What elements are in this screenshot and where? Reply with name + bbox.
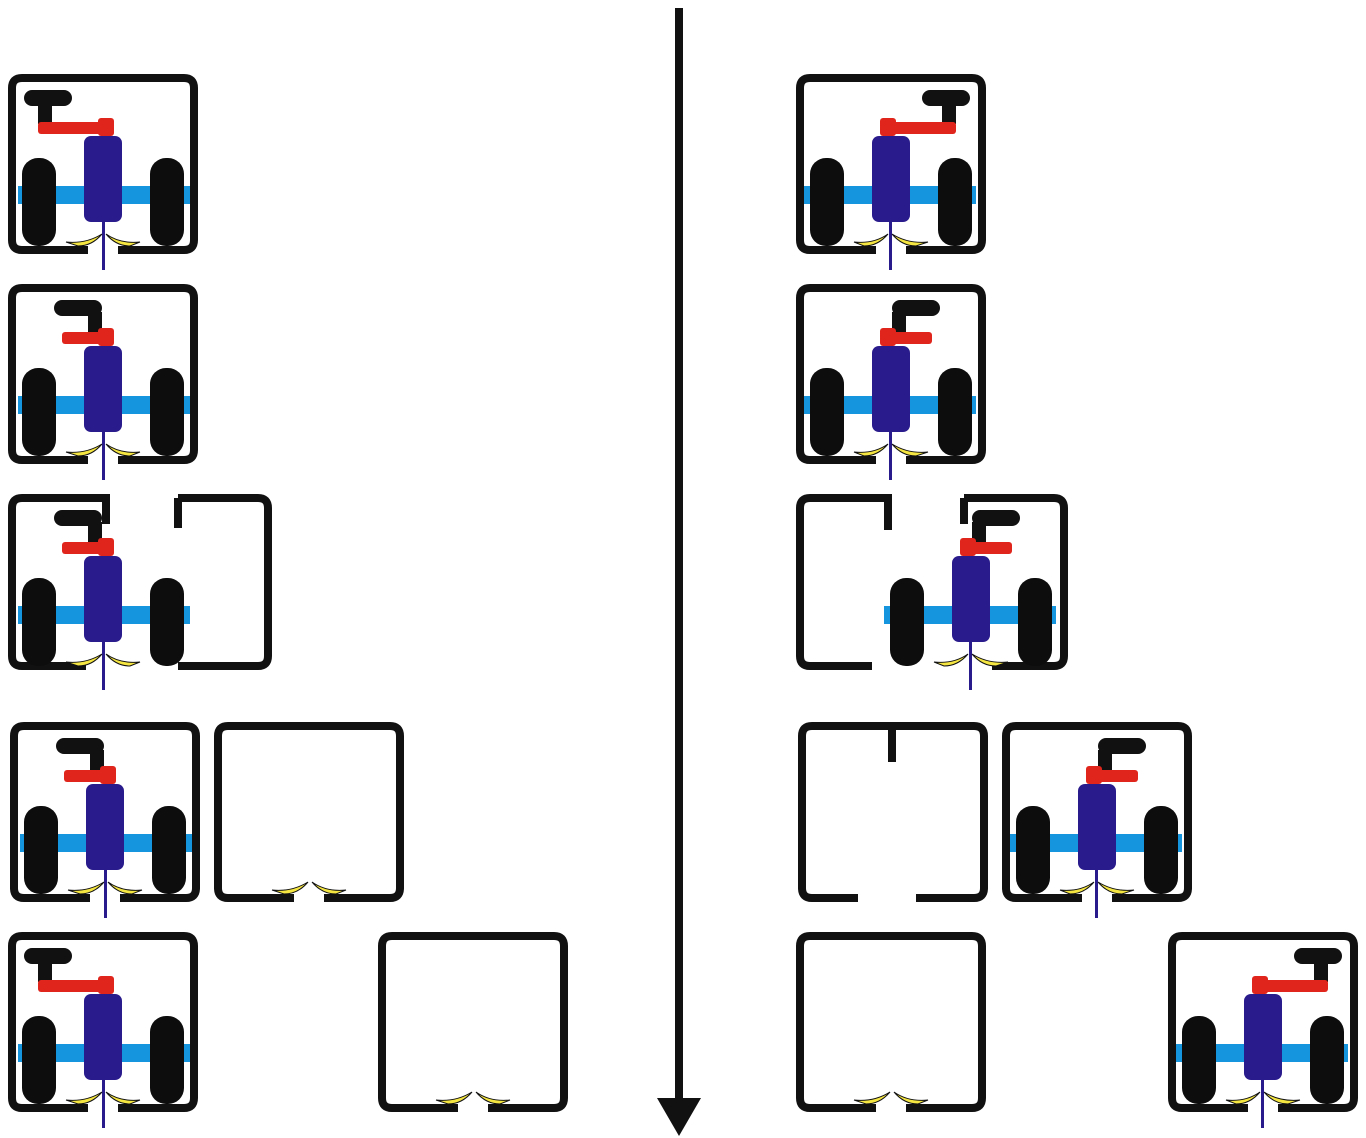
tractor-unit <box>17 509 191 691</box>
right-step-4 <box>1006 726 1188 919</box>
track-segment-open-right <box>174 494 272 670</box>
track-segment-open-left <box>8 494 110 670</box>
left-step-2 <box>12 288 194 481</box>
free-track-segment <box>800 936 982 1112</box>
tractor-unit <box>803 89 977 271</box>
time-arrow <box>657 8 701 1136</box>
left-step-5 <box>12 936 194 1129</box>
right-step-3 <box>796 494 1068 691</box>
free-track-segment <box>218 726 400 902</box>
tractor-unit <box>17 89 191 271</box>
right-column <box>796 78 1354 1129</box>
tractor-unit <box>883 509 1057 691</box>
left-step-4 <box>14 726 196 919</box>
right-step-4-free-segment <box>798 722 988 902</box>
tractor-unit <box>17 299 191 481</box>
right-step-2 <box>800 288 982 481</box>
tractor-unit <box>803 299 977 481</box>
free-track-segment <box>382 936 564 1112</box>
left-step-1 <box>12 78 194 271</box>
right-step-1 <box>800 78 982 271</box>
left-column <box>8 78 564 1129</box>
track-segment-open-right <box>960 494 1068 670</box>
left-step-5-free-segment <box>382 936 564 1112</box>
tractor-unit <box>19 737 193 919</box>
right-step-5-free-segment <box>800 936 982 1112</box>
tractor-unit <box>1175 947 1349 1129</box>
track-segment-open-left <box>796 494 892 670</box>
left-step-4-free-segment <box>218 726 400 902</box>
right-step-5 <box>1172 936 1354 1129</box>
tractor-unit <box>1009 737 1183 919</box>
left-step-3 <box>8 494 272 691</box>
tractor-unit <box>17 947 191 1129</box>
